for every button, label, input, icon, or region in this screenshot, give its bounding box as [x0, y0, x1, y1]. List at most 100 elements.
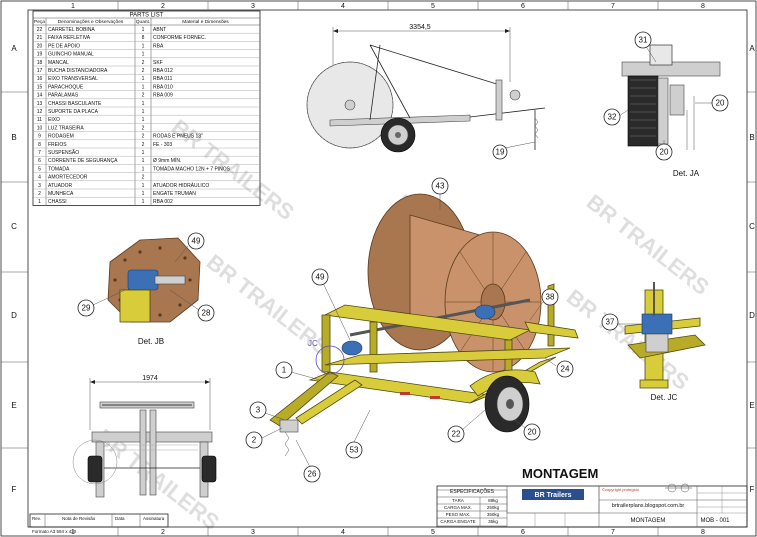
- parts-row-1-col-3: RBA 002: [153, 199, 173, 205]
- parts-row-2-col-0: 2: [38, 191, 41, 197]
- row-label-f-right: F: [750, 485, 755, 494]
- iso-frame-mid-rail: [324, 347, 571, 366]
- format-label: Formato A3 594 x 420: [32, 529, 77, 534]
- parts-row-16-col-2: 1: [142, 76, 145, 82]
- copyright-text: ©copyright protegido: [602, 487, 640, 492]
- parts-row-9-col-1: RODAGEM: [48, 134, 74, 140]
- col-label-1: 1: [71, 3, 75, 10]
- parts-row-15-col-0: 15: [37, 84, 43, 90]
- parts-row-21-col-0: 21: [37, 35, 43, 41]
- parts-row-13-col-1: CHASSI BASCULANTE: [48, 101, 102, 107]
- parts-row-8-col-2: 2: [142, 142, 145, 148]
- col-label-3-bottom: 3: [251, 529, 255, 536]
- parts-row-10-col-2: 2: [142, 125, 145, 131]
- parts-row-11-col-1: EIXO: [48, 117, 60, 123]
- parts-row-20-col-3: RBA: [153, 43, 164, 49]
- col-label-5: 5: [431, 3, 435, 10]
- parts-row-22-col-3: ABNT: [153, 27, 166, 33]
- front-left-tire: [87, 455, 103, 483]
- col-label-2-bottom: 2: [161, 529, 165, 536]
- logo-badge: [522, 489, 584, 500]
- parts-row-8-col-3: FE - 303: [153, 142, 172, 148]
- jb-bearing: [127, 269, 159, 291]
- parts-header-2: Quant.: [136, 19, 150, 25]
- spec-row-4-value: 35kg: [488, 519, 498, 524]
- col-label-6: 6: [521, 3, 525, 10]
- parts-list-title: PARTS LIST: [130, 13, 164, 19]
- parts-row-19-col-1: GUINCHO MANUAL: [48, 52, 94, 58]
- parts-row-6-col-2: 1: [142, 158, 145, 164]
- row-label-c: C: [11, 222, 17, 231]
- parts-row-3-col-1: ATUADOR: [48, 183, 72, 189]
- parts-row-2-col-1: MUNHECA: [48, 191, 74, 197]
- iso-callout-1: 1: [282, 366, 287, 375]
- parts-row-12-col-0: 12: [37, 109, 43, 115]
- drawing-name: MONTAGEM: [631, 518, 666, 524]
- parts-row-1-col-0: 1: [38, 199, 41, 205]
- parts-table-border: [32, 10, 261, 206]
- iso-callout-26-balloon: [303, 465, 321, 483]
- row-label-d: D: [11, 311, 17, 320]
- parts-row-14-col-2: 2: [142, 93, 145, 99]
- iso-callout-38-balloon: [541, 288, 559, 306]
- col-label-5-bottom: 5: [431, 529, 435, 536]
- iso-callout-1-balloon: [275, 361, 293, 379]
- col-label-7-bottom: 7: [611, 529, 615, 536]
- parts-row-16-col-1: EIXO TRANSVERSAL: [48, 76, 98, 82]
- isometric-assembly: 43 49 38 24 20 22 53 26 2 3 1 JC: [245, 177, 579, 483]
- parts-row-16-col-3: RBA 011: [153, 76, 173, 82]
- parts-header-3: Material e Dimensões: [182, 19, 229, 25]
- iso-callout-24: 24: [561, 365, 570, 374]
- iso-callout-2: 2: [252, 436, 257, 445]
- ja-tire: [627, 75, 659, 147]
- detail-jc: 37 Det. JC: [601, 282, 706, 402]
- front-view: 1974: [72, 375, 217, 498]
- parts-row-20-col-1: PE DE APOIO: [48, 43, 80, 49]
- iso-callout-49: 49: [316, 273, 325, 282]
- specs-table: ESPECIFICAÇÕES TARA 88kg CARGA MAX. 250k…: [436, 488, 508, 527]
- col-label-6-bottom: 6: [521, 529, 525, 536]
- parts-row-17-col-2: 2: [142, 68, 145, 74]
- parts-row-10-col-0: 10: [37, 125, 43, 131]
- jc-callout-37-balloon: [601, 313, 619, 331]
- iso-callout-22-balloon: [447, 425, 465, 443]
- parts-row-15-col-3: RBA 010: [153, 84, 173, 90]
- parts-row-17-col-0: 17: [37, 68, 43, 74]
- spec-title: ESPECIFICAÇÕES: [450, 488, 495, 495]
- ja-callout-20b: 20: [660, 148, 669, 157]
- row-label-e: E: [11, 401, 16, 410]
- parts-row-9-col-0: 9: [38, 134, 41, 140]
- iso-callout-3-balloon: [249, 401, 267, 419]
- dimension-top-length: 3354,5: [409, 24, 431, 31]
- parts-row-3-col-0: 3: [38, 183, 41, 189]
- spec-row-3-label: PESO MAX.: [446, 512, 471, 517]
- parts-header-1: Denominações e Observações: [58, 19, 124, 25]
- jb-callout-29-balloon: [77, 299, 95, 317]
- row-label-a-right: A: [749, 44, 755, 53]
- iso-callout-22: 22: [452, 430, 461, 439]
- ja-callout-32-balloon: [603, 108, 621, 126]
- parts-row-17-col-1: BUCHA DISTANCIADORA: [48, 68, 108, 74]
- parts-row-19-col-2: 1: [142, 52, 145, 58]
- parts-row-8-col-0: 8: [38, 142, 41, 148]
- col-label-4: 4: [341, 3, 345, 10]
- iso-callout-43: 43: [436, 182, 445, 191]
- spec-row-1-label: TARA: [452, 498, 464, 503]
- parts-row-5-col-0: 5: [38, 166, 41, 172]
- iso-callout-24-balloon: [556, 360, 574, 378]
- row-label-b: B: [11, 133, 16, 142]
- ja-callout-32: 32: [608, 113, 617, 122]
- iso-callout-53-balloon: [345, 441, 363, 459]
- jb-callout-29: 29: [82, 304, 91, 313]
- ja-callout-31-balloon: [634, 31, 652, 49]
- spec-row-1-value: 88kg: [488, 498, 498, 503]
- parts-row-13-col-0: 13: [37, 101, 43, 107]
- revision-table: [29, 513, 169, 528]
- revision-header-date: Data: [115, 516, 125, 521]
- sheet-number: MOB - 001: [700, 518, 730, 524]
- col-label-3: 3: [251, 3, 255, 10]
- parts-row-4-col-0: 4: [38, 175, 41, 181]
- parts-row-11-col-0: 11: [37, 117, 42, 123]
